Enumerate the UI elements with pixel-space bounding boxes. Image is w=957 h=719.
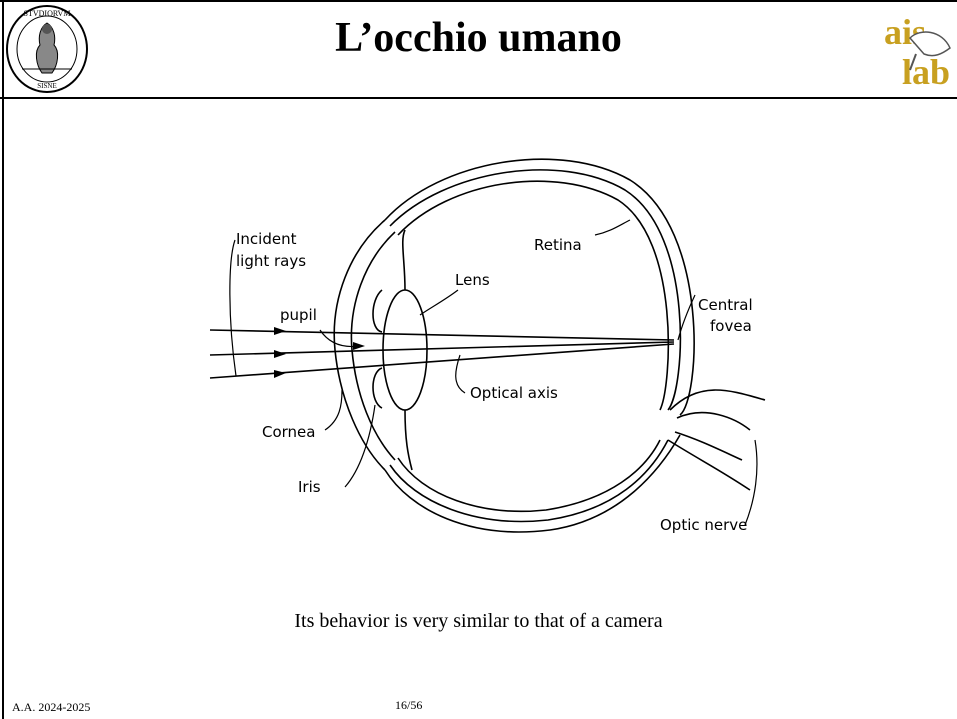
ais-lab-logo-icon: ais lab <box>880 8 957 90</box>
label-cornea: Cornea <box>262 423 315 441</box>
page-title: L’occhio umano <box>0 14 957 62</box>
slide-caption: Its behavior is very similar to that of … <box>0 610 957 633</box>
label-pupil: pupil <box>280 306 317 324</box>
label-lens: Lens <box>455 271 490 289</box>
lab-logo-text: lab <box>902 52 950 90</box>
eye-diagram: Incident light rays pupil Lens Retina Ce… <box>190 140 790 560</box>
label-optic-nerve: Optic nerve <box>660 516 747 534</box>
seal-text-bottom: SISNE <box>37 82 56 90</box>
label-central: Central <box>698 296 753 314</box>
iris-shape <box>373 290 382 408</box>
optic-nerve-shape <box>668 390 765 490</box>
header-bottom-rule <box>0 97 957 99</box>
label-retina: Retina <box>534 236 582 254</box>
header-top-rule <box>0 0 957 2</box>
footer-academic-year: A.A. 2024-2025 <box>12 700 90 715</box>
label-fovea: fovea <box>710 317 752 335</box>
label-incident-2: light rays <box>236 252 306 270</box>
label-incident-1: Incident <box>236 230 297 248</box>
label-optical-axis: Optical axis <box>470 384 558 402</box>
page-number: 16/56 <box>395 698 422 713</box>
label-iris: Iris <box>298 478 321 496</box>
